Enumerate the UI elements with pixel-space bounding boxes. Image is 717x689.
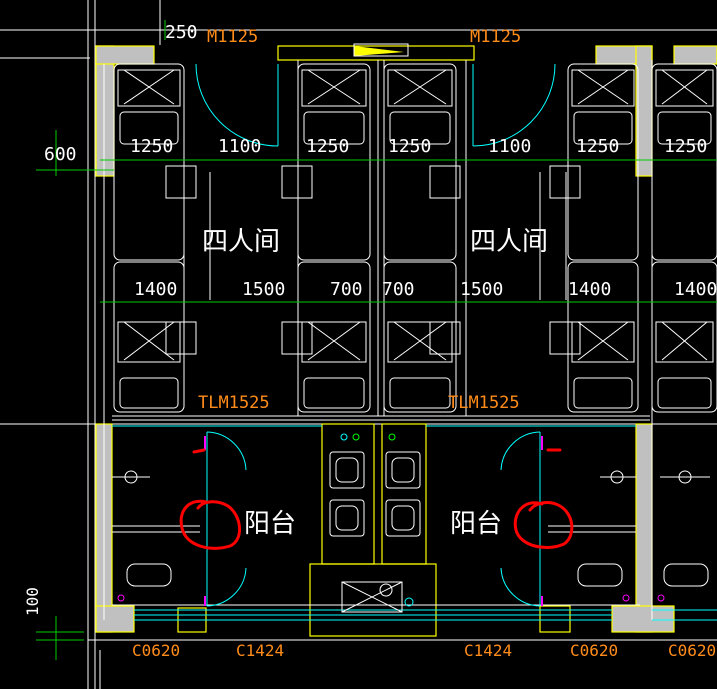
furniture-piece [165, 321, 197, 355]
section-marker [354, 46, 404, 56]
furniture-line [577, 321, 629, 361]
window-label: C1424 [236, 641, 284, 660]
furniture-line [577, 69, 629, 105]
furniture-piece [117, 69, 181, 107]
dimension-label: 700 [330, 279, 363, 300]
furniture-piece [571, 321, 635, 363]
furniture-piece [297, 63, 371, 261]
furniture-line [307, 69, 361, 105]
furniture-piece [567, 63, 639, 261]
dimension-lines [36, 20, 717, 660]
window-label: C0620 [570, 641, 618, 660]
furniture-line [661, 321, 708, 361]
door-swings [195, 63, 556, 607]
sliding-door-label: TLM1525 [198, 393, 270, 413]
dimension-label: 1250 [388, 136, 431, 157]
furniture-piece [119, 377, 179, 409]
furniture-piece [383, 63, 457, 261]
furniture-piece [573, 377, 633, 409]
furniture-piece [655, 321, 714, 363]
shower [341, 581, 414, 613]
window-label: C0620 [668, 641, 716, 660]
door-label: M1125 [207, 27, 258, 47]
furniture-piece [567, 261, 639, 413]
furniture-piece [549, 165, 581, 199]
dimension-label: 700 [382, 279, 415, 300]
room-name: 四人间 [470, 227, 548, 257]
furniture-piece [657, 111, 712, 145]
dimension-label: 1500 [460, 279, 503, 300]
furniture-piece [651, 63, 717, 261]
furniture-line [307, 321, 361, 361]
section-marker-box [353, 43, 409, 57]
furniture-piece [573, 111, 633, 145]
furniture-piece [165, 165, 197, 199]
sliding-door-label: TLM1525 [448, 393, 520, 413]
red-annotation-circles [179, 448, 574, 550]
furniture-piece [303, 377, 365, 409]
furniture-piece [303, 111, 365, 145]
furniture-piece [301, 69, 367, 107]
furniture-piece [301, 321, 367, 363]
furniture-piece [117, 321, 181, 363]
furniture-piece [113, 63, 185, 261]
dimension-label: 100 [23, 587, 42, 616]
furniture-piece [429, 321, 461, 355]
labels-group: M1125 M1125 250 600 100 1250 1100 1250 1… [23, 22, 717, 660]
window-label: C1424 [464, 641, 512, 660]
door-label: M1125 [470, 27, 521, 47]
furniture-piece [383, 261, 457, 413]
dimension-label: 250 [165, 22, 198, 43]
dimension-label: 1250 [130, 136, 173, 157]
furniture [113, 63, 717, 413]
furniture-piece [297, 261, 371, 413]
furniture-piece [281, 321, 313, 355]
furniture-piece [387, 321, 453, 363]
furniture-line [661, 69, 708, 105]
window-label: C0620 [132, 641, 180, 660]
balcony-name: 阳台 [244, 509, 296, 539]
dimension-label: 1400 [568, 279, 611, 300]
dimension-label: 1250 [576, 136, 619, 157]
dimension-label: 600 [44, 144, 77, 165]
furniture-piece [113, 261, 185, 413]
balcony-name: 阳台 [450, 509, 502, 539]
sinks [329, 433, 421, 537]
furniture-piece [571, 69, 635, 107]
furniture-piece [389, 377, 451, 409]
furniture-piece [549, 321, 581, 355]
furniture-line [123, 69, 175, 105]
furniture-piece [281, 165, 313, 199]
furniture-piece [387, 69, 453, 107]
furniture-piece [657, 377, 712, 409]
window-lines [112, 425, 717, 621]
dimension-label: 1250 [306, 136, 349, 157]
furniture-piece [119, 111, 179, 145]
dimension-label: 1250 [664, 136, 707, 157]
furniture-piece [655, 69, 714, 107]
dimension-label: 1500 [242, 279, 285, 300]
dimension-label: 1400 [134, 279, 177, 300]
furniture-piece [389, 111, 451, 145]
furniture-piece [651, 261, 717, 413]
dimension-label: 1100 [218, 136, 261, 157]
furniture-line [393, 69, 447, 105]
room-name: 四人间 [202, 227, 280, 257]
furniture-piece [429, 165, 461, 199]
walls [95, 45, 717, 637]
dimension-label: 1100 [488, 136, 531, 157]
furniture-line [393, 321, 447, 361]
balcony-fixtures [112, 470, 710, 602]
dimension-label: 1400 [674, 279, 717, 300]
